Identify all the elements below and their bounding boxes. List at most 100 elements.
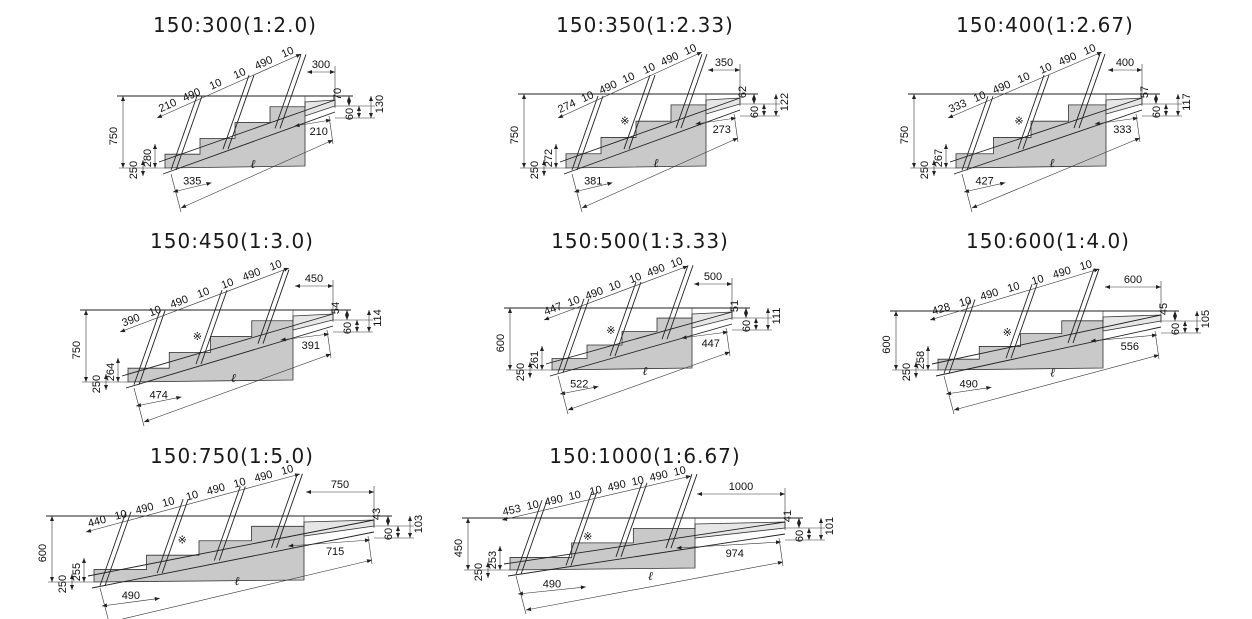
length-symbol: ℓ [648, 569, 653, 583]
length-dimension-line-arrow-start [972, 204, 978, 208]
run-dimension-label: 10 [972, 89, 988, 105]
right-dim-line-2-arrow-end [1183, 328, 1187, 333]
run-dimension-line-arrow-start [86, 528, 92, 533]
length-ext-right [326, 329, 332, 359]
length-ext-left [170, 173, 182, 213]
diagram-title: 150:400(1:2.67) [956, 13, 1134, 37]
run-dimension-label: 10 [1016, 70, 1032, 86]
run-dimension-label: 10 [607, 278, 623, 294]
bottom-last-dim-line [695, 117, 737, 125]
length-dimension-line-arrow-end [366, 559, 372, 564]
right-dim-line-1-arrow-start [797, 518, 801, 523]
top-width-label: 450 [305, 273, 323, 285]
top-width-label: 350 [715, 57, 733, 69]
right-dim-line-2-arrow-start [1164, 104, 1168, 109]
left-dim-line-1-arrow-end [540, 365, 544, 370]
left-dim-line-1-arrow-end [82, 577, 86, 582]
bottom-last-dim-line-arrow-start [288, 543, 294, 548]
run-dimension-label: 428 [931, 301, 952, 318]
right-dim-line-3-arrow-end [774, 111, 778, 116]
left-dim-line-1-arrow-start [153, 144, 157, 149]
run-dimension-label: 10 [1038, 61, 1054, 77]
right-dim-label: 51 [729, 300, 741, 312]
height-label: 750 [899, 126, 911, 144]
height-dimension-line-arrow-start [466, 518, 470, 523]
run-dimension-label: 490 [584, 285, 605, 303]
bottom-last-dim-label: 210 [310, 126, 328, 138]
right-dim-line-3-arrow-end [766, 325, 770, 330]
run-dimension-label: 490 [169, 293, 190, 311]
length-dimension-line [953, 354, 1160, 411]
ramp-diagram-1: 150:300(1:2.0)21049010104901030070601307… [108, 13, 386, 213]
step-sawtooth [551, 317, 693, 371]
top-width-label: 300 [312, 59, 330, 71]
diagram-title: 150:1000(1:6.67) [549, 444, 740, 468]
length-dimension-line-arrow-start [568, 406, 574, 411]
right-dim-label: 62 [737, 86, 749, 98]
bottom-first-dim-label: 381 [584, 175, 602, 187]
support-line-3 [257, 269, 285, 344]
run-dimension-line-arrow-start [544, 316, 550, 321]
run-dimension-label: 10 [1082, 42, 1098, 58]
run-dimension-line-arrow-end [685, 475, 691, 480]
height-dimension-line-arrow-end [50, 577, 54, 582]
length-ext-left [133, 387, 145, 427]
bottom-last-dim-line [1090, 334, 1158, 342]
run-dimension-label: 10 [196, 285, 212, 301]
support-line-2 [623, 74, 651, 150]
right-dim-label: 122 [779, 93, 791, 111]
left-dim-line-2-arrow-end [141, 171, 145, 176]
right-dim-label: 45 [1158, 303, 1170, 315]
right-dim-label: 60 [344, 108, 356, 120]
left-dim-line-2-arrow-start [932, 160, 936, 165]
support-line-b-2 [614, 281, 642, 357]
run-dimension-line-arrow-start [157, 114, 163, 118]
left-dim-line-1-arrow-end [498, 565, 502, 570]
deck-line-upper [121, 313, 334, 377]
right-dim-line-3-arrow-start [766, 308, 770, 313]
run-dimension-line-arrow-start [948, 114, 954, 118]
height-dimension-line-arrow-start [522, 94, 526, 99]
run-dimension-label: 10 [672, 464, 687, 478]
deck-line-lower [953, 109, 1143, 175]
right-dim-label: 60 [794, 530, 806, 542]
run-dimension-label: 10 [1006, 280, 1021, 295]
left-dim-label: 255 [71, 563, 83, 581]
left-dim-line-2-arrow-end [528, 373, 532, 378]
bottom-last-dim-line-arrow-end [1132, 116, 1138, 121]
length-ext-right [778, 537, 784, 567]
right-dim-line-2-arrow-end [762, 111, 766, 116]
height-label: 750 [108, 127, 120, 145]
right-dim-label: 70 [332, 88, 344, 100]
bottom-first-dim-line [963, 182, 1006, 193]
height-dimension-line-arrow-end [522, 163, 526, 168]
left-dim-label: 250 [529, 161, 541, 179]
support-line-b-2 [200, 289, 228, 365]
right-dim-line-3-arrow-end [367, 327, 371, 332]
bottom-first-dim-line-arrow-end [154, 597, 160, 601]
length-symbol: ℓ [654, 156, 659, 170]
bottom-last-dim-line [288, 539, 371, 547]
right-dim-label: 114 [372, 309, 384, 327]
deck-line-lower [563, 109, 741, 175]
left-dim-label: 272 [543, 149, 555, 167]
right-dim-label: 60 [342, 322, 354, 334]
support-line-b-4 [276, 473, 303, 548]
support-line-b-4 [670, 473, 698, 549]
length-ext-right [1135, 113, 1141, 143]
run-dimension-line [557, 51, 703, 119]
right-dim-line-3-arrow-end [1195, 328, 1199, 333]
right-dim-line-1-arrow-end [797, 523, 801, 528]
top-width-dimension-line-arrow-end [780, 492, 785, 496]
right-dim-line-2-arrow-start [396, 526, 400, 531]
right-dim-line-3-arrow-start [367, 310, 371, 315]
right-dim-label: 41 [782, 510, 794, 522]
run-dimension-label: 10 [682, 42, 698, 58]
top-width-dimension-line-arrow-end [1137, 68, 1142, 72]
length-dimension-line [143, 353, 332, 423]
bottom-first-dim-label: 335 [183, 175, 201, 187]
height-dimension-line-arrow-end [894, 365, 898, 370]
bottom-first-dim-line [559, 386, 599, 395]
